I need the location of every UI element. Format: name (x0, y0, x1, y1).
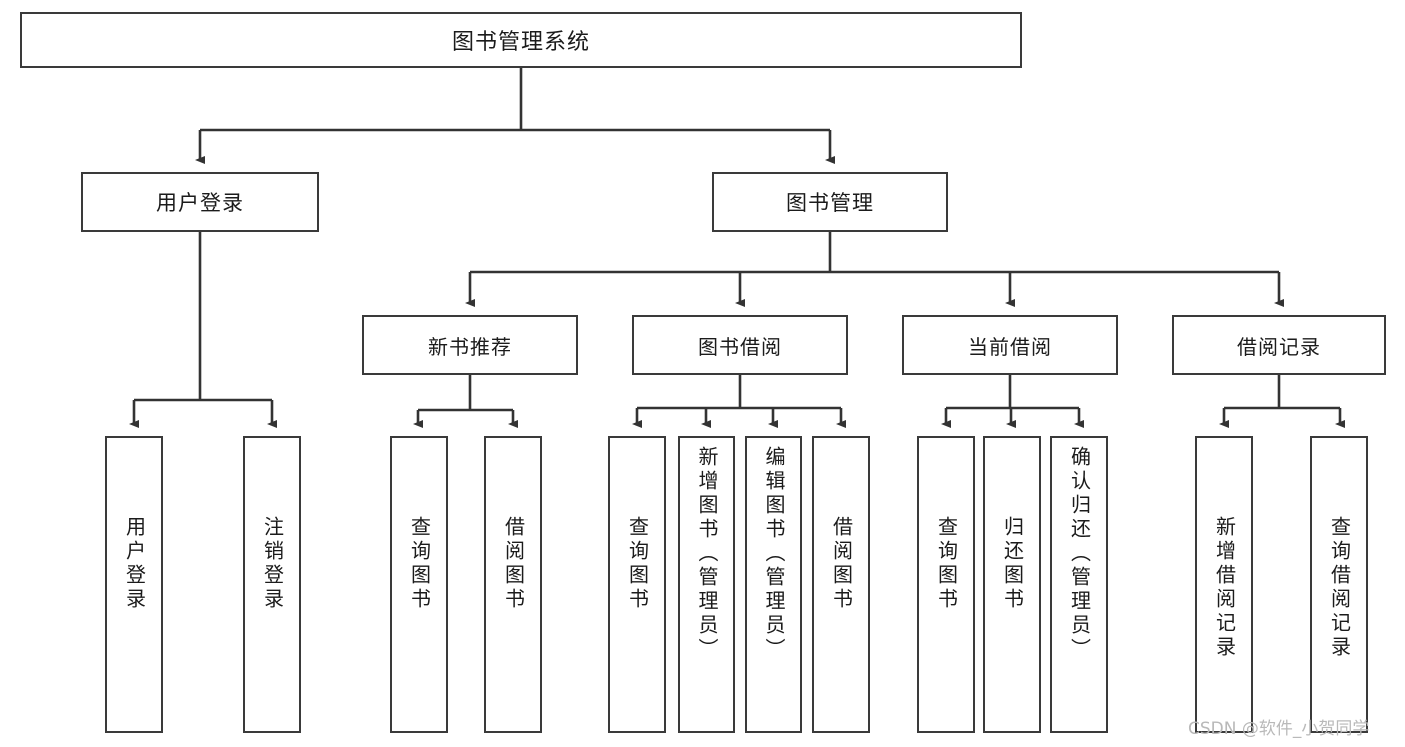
node-book-manage-label: 图书管理 (786, 191, 874, 215)
node-leaf-query-record[interactable]: 查询借阅记录 (1310, 436, 1368, 733)
node-leaf-add-record-label: 新增借阅记录 (1212, 516, 1237, 660)
node-borrow-record-label: 借阅记录 (1237, 334, 1321, 359)
node-leaf-query-book-2[interactable]: 查询图书 (608, 436, 666, 733)
node-root-label: 图书管理系统 (451, 30, 590, 55)
node-leaf-borrow-book-2[interactable]: 借阅图书 (812, 436, 870, 733)
node-book-manage[interactable]: 图书管理 (712, 172, 948, 232)
node-leaf-query-book-1[interactable]: 查询图书 (390, 436, 448, 733)
node-borrow-record[interactable]: 借阅记录 (1172, 315, 1386, 375)
node-new-book-recommend-label: 新书推荐 (428, 334, 512, 359)
node-leaf-borrow-book-1-label: 借阅图书 (501, 516, 526, 612)
node-leaf-query-book-2-label: 查询图书 (625, 516, 650, 612)
node-root[interactable]: 图书管理系统 (20, 12, 1022, 68)
node-current-borrow[interactable]: 当前借阅 (902, 315, 1118, 375)
watermark: CSDN @软件_小贺同学 (1188, 719, 1370, 739)
node-leaf-edit-book[interactable]: 编辑图书（管理员） (745, 436, 802, 733)
node-leaf-confirm-return-label: 确认归还（管理员） (1067, 446, 1092, 662)
node-leaf-return-book-label: 归还图书 (1000, 516, 1025, 612)
node-leaf-user-login[interactable]: 用户登录 (105, 436, 163, 733)
node-leaf-borrow-book-1[interactable]: 借阅图书 (484, 436, 542, 733)
node-leaf-user-login-label: 用户登录 (122, 516, 147, 612)
node-leaf-query-book-3-label: 查询图书 (934, 516, 959, 612)
node-leaf-logout-login-label: 注销登录 (260, 516, 285, 612)
node-leaf-add-book-label: 新增图书（管理员） (695, 446, 719, 662)
node-leaf-confirm-return[interactable]: 确认归还（管理员） (1050, 436, 1108, 733)
node-leaf-borrow-book-2-label: 借阅图书 (829, 516, 854, 612)
node-leaf-query-book-1-label: 查询图书 (407, 516, 432, 612)
node-leaf-logout-login[interactable]: 注销登录 (243, 436, 301, 733)
node-leaf-add-record[interactable]: 新增借阅记录 (1195, 436, 1253, 733)
node-book-borrow[interactable]: 图书借阅 (632, 315, 848, 375)
node-leaf-edit-book-label: 编辑图书（管理员） (762, 446, 786, 662)
node-leaf-return-book[interactable]: 归还图书 (983, 436, 1041, 733)
node-current-borrow-label: 当前借阅 (968, 334, 1052, 359)
node-leaf-add-book[interactable]: 新增图书（管理员） (678, 436, 735, 733)
node-user-login-label: 用户登录 (156, 191, 244, 215)
node-leaf-query-book-3[interactable]: 查询图书 (917, 436, 975, 733)
node-book-borrow-label: 图书借阅 (698, 334, 782, 359)
node-user-login[interactable]: 用户登录 (81, 172, 319, 232)
node-new-book-recommend[interactable]: 新书推荐 (362, 315, 578, 375)
node-leaf-query-record-label: 查询借阅记录 (1327, 516, 1352, 660)
